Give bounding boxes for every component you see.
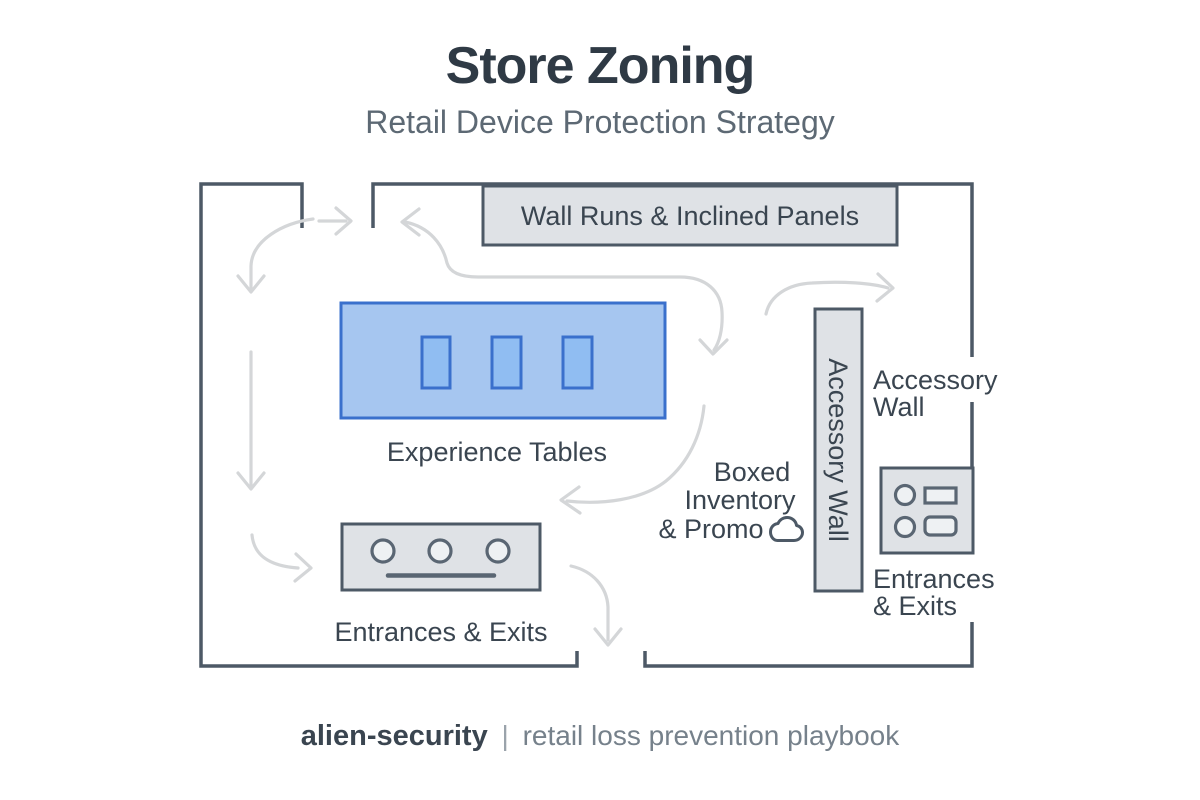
footer-tagline: retail loss prevention playbook [522, 720, 900, 751]
flow-arrow-exit-bottom [569, 564, 623, 647]
page-subtitle: Retail Device Protection Strategy [365, 104, 835, 141]
entrances-side-label-line1: Entrances [873, 564, 995, 594]
wall-runs-zone-label: Wall Runs & Inclined Panels [521, 201, 859, 231]
device-slot [490, 335, 523, 390]
flow-arrow-to-accessory-wall [764, 272, 895, 316]
experience-tables-label: Experience Tables [387, 437, 607, 467]
flow-arrow-entry-curl [236, 217, 315, 294]
floorplan-wall-bottom-right [643, 622, 974, 668]
flow-arrow-left-aisle [236, 350, 266, 491]
accessory-wall-rotated-label: Accessory Wall [823, 358, 853, 542]
flow-arrow-tables-to-entrance [559, 404, 706, 515]
page-footer: alien-security | retail loss prevention … [0, 720, 1200, 753]
entrances-side-label-line2: & Exits [873, 591, 957, 621]
floorplan-wall-left [199, 182, 579, 668]
page-title: Store Zoning [445, 37, 756, 95]
flow-arrow-to-main-entrance [250, 533, 313, 583]
entrance-fixture-circle [427, 538, 453, 564]
accessory-wall-zone-box [813, 307, 864, 593]
cloud-icon [769, 516, 804, 542]
boxed-inventory-label-line1: Boxed [714, 457, 791, 487]
accessory-wall-side-label-line1: Accessory [873, 365, 998, 395]
side-fixture-rect [923, 486, 958, 505]
boxed-inventory-label-line2: Inventory [684, 485, 796, 515]
flow-arrow-top-door [317, 206, 353, 236]
side-fixture-circle [893, 515, 917, 539]
footer-separator: | [501, 720, 509, 751]
floorplan-wall-top-right [371, 182, 974, 357]
wall-runs-zone-box [481, 184, 899, 247]
boxed-inventory-label-line3: & Promo [658, 514, 763, 544]
entrance-fixture-circle [485, 538, 511, 564]
entrances-main-label: Entrances & Exits [334, 617, 547, 647]
accessory-wall-side-label-line2: Wall [873, 392, 925, 422]
device-slot [561, 335, 594, 390]
entrances-side-zone-box [879, 466, 975, 555]
side-fixture-rounded-rect [923, 515, 958, 537]
brand-name: alien-security [300, 720, 488, 752]
device-slot [420, 335, 452, 390]
side-fixture-circle [893, 483, 917, 507]
page-header: Store Zoning Retail Device Protection St… [0, 37, 1200, 142]
entrance-fixture-circle [370, 538, 396, 564]
flow-arrow-wall-runs-loop [400, 207, 729, 356]
